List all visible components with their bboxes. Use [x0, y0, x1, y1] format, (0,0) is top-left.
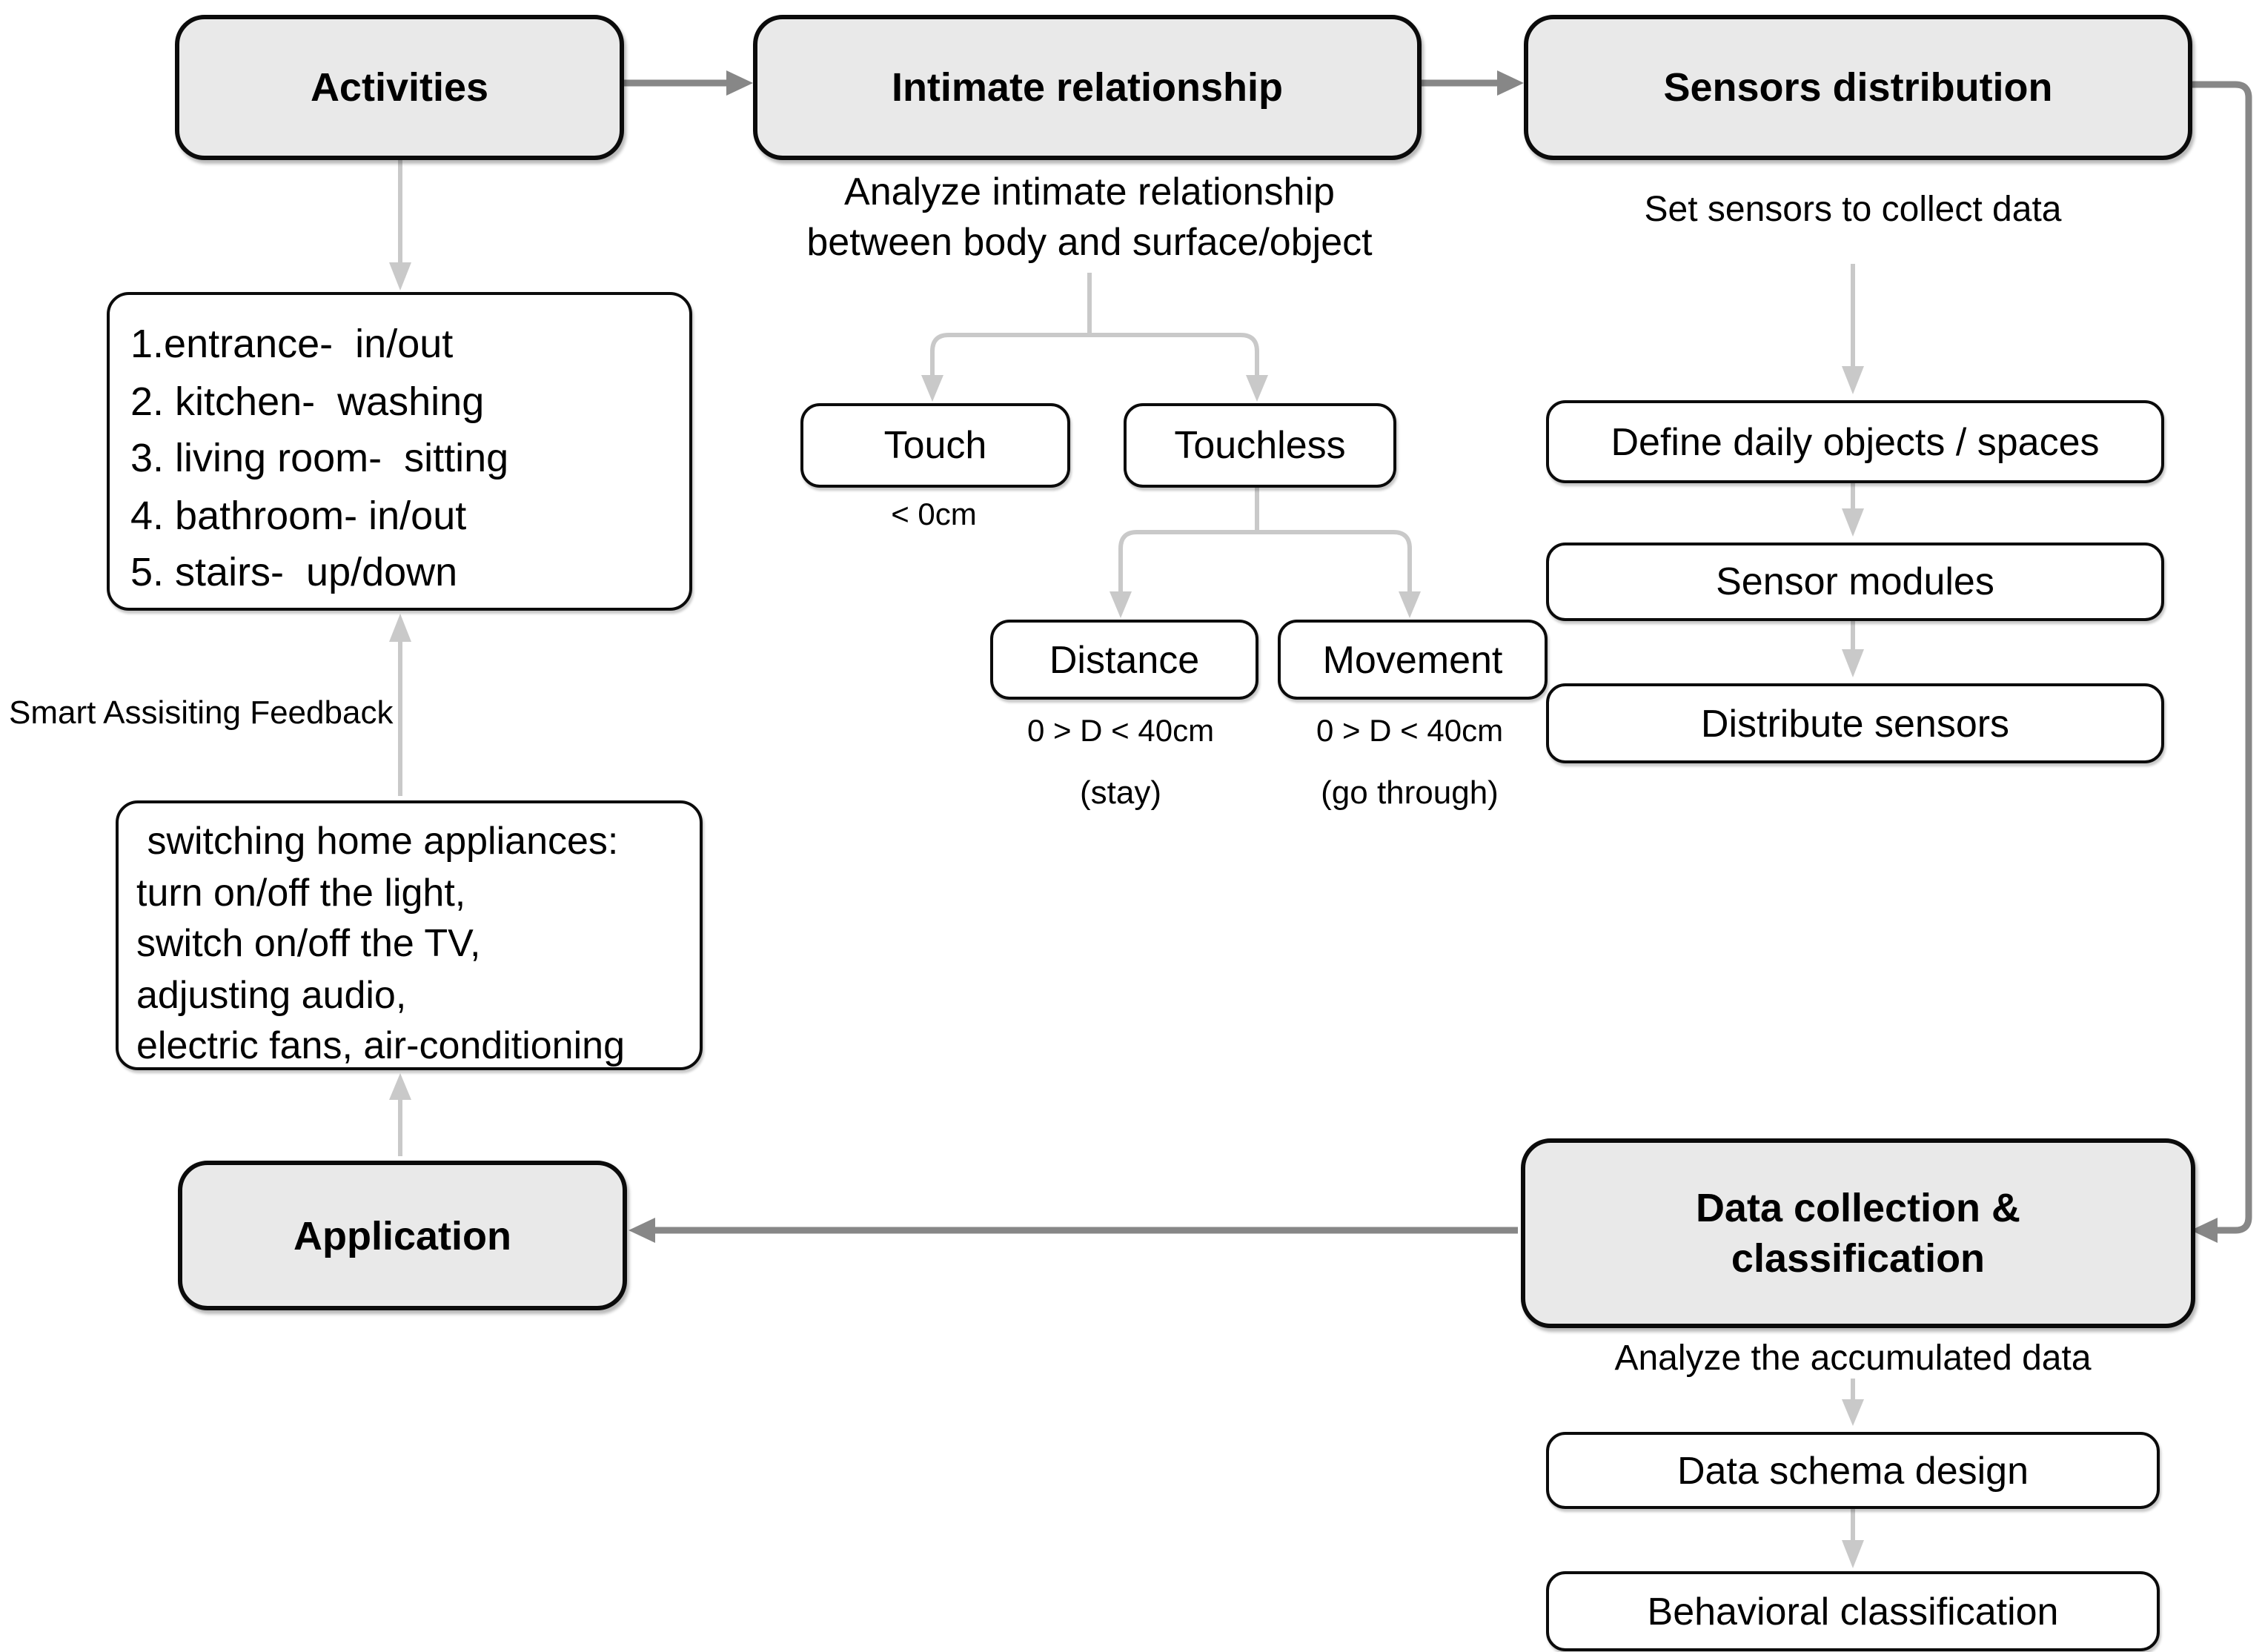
- arrowhead-into-appliances: [389, 1073, 411, 1100]
- arrowhead-into-touchless: [1246, 375, 1268, 402]
- movement-mode-note: (go through): [1321, 774, 1499, 811]
- activities-list-item: 3. living room- sitting: [130, 436, 509, 480]
- activities-list-box: 1.entrance- in/out 2. kitchen- washing 3…: [107, 292, 692, 611]
- arrowhead-into-intimate: [726, 70, 753, 96]
- arrowhead-into-modules: [1842, 508, 1864, 537]
- touchless-box: Touchless: [1124, 403, 1396, 488]
- arrowhead-into-datacollection: [2191, 1218, 2218, 1243]
- movement-box: Movement: [1278, 620, 1548, 700]
- appliances-box: switching home appliances: turn on/off t…: [116, 800, 703, 1070]
- stage-box-application: Application: [178, 1161, 627, 1310]
- activities-list-item: 2. kitchen- washing: [130, 379, 485, 423]
- intimate-analyze-note: Analyze intimate relationship between bo…: [806, 169, 1373, 264]
- arrowhead-into-define: [1842, 366, 1864, 394]
- appliances-line: adjusting audio,: [136, 972, 407, 1016]
- arrowhead-into-application: [628, 1218, 655, 1243]
- sensors-note: Set sensors to collect data: [1644, 190, 2062, 230]
- stage-box-intimate-relationship: Intimate relationship: [753, 15, 1422, 160]
- behavioral-classification-box: Behavioral classification: [1546, 1571, 2160, 1651]
- connector-sensors-to-datacollection: [2183, 81, 2252, 1234]
- branch-analyze-to-touch-touchless: [930, 273, 1259, 393]
- distance-mode-note: (stay): [1080, 774, 1161, 811]
- stage-box-data-collection: Data collection & classification: [1521, 1138, 2195, 1328]
- arrowhead-into-behavioral: [1842, 1540, 1864, 1568]
- arrowhead-into-sensors: [1497, 70, 1524, 96]
- stage-box-activities: Activities: [175, 15, 624, 160]
- arrowhead-into-movement: [1399, 591, 1421, 618]
- arrowhead-into-list-bottom: [389, 614, 411, 642]
- appliances-line: switch on/off the TV,: [136, 920, 481, 965]
- distribute-sensors-box: Distribute sensors: [1546, 683, 2164, 763]
- touch-box: Touch: [800, 403, 1070, 488]
- data-schema-design-box: Data schema design: [1546, 1432, 2160, 1509]
- stage-box-sensors-distribution: Sensors distribution: [1524, 15, 2192, 160]
- data-analyze-note: Analyze the accumulated data: [1614, 1338, 2092, 1379]
- sensor-modules-box: Sensor modules: [1546, 543, 2164, 621]
- arrowhead-into-list-top: [389, 262, 411, 291]
- smart-assisting-feedback-label: Smart Assisiting Feedback: [9, 694, 394, 731]
- arrowhead-into-schema: [1842, 1399, 1864, 1426]
- distance-box: Distance: [990, 620, 1258, 700]
- branch-touchless-to-distance-movement: [1118, 485, 1412, 609]
- arrowhead-into-distribute: [1842, 649, 1864, 677]
- arrowhead-into-distance: [1110, 591, 1132, 618]
- appliances-line: electric fans, air-conditioning: [136, 1023, 625, 1067]
- distance-range-note: 0 > D < 40cm: [1026, 714, 1215, 749]
- arrowhead-into-touch: [921, 375, 943, 402]
- define-objects-box: Define daily objects / spaces: [1546, 400, 2164, 483]
- activities-list-item: 4. bathroom- in/out: [130, 493, 467, 537]
- activities-list-item: 1.entrance- in/out: [130, 322, 454, 366]
- appliances-line: switching home appliances:: [136, 818, 619, 863]
- movement-range-note: 0 > D < 40cm: [1316, 714, 1504, 749]
- activities-list-item: 5. stairs- up/down: [130, 550, 458, 594]
- appliances-line: turn on/off the light,: [136, 869, 466, 914]
- touch-range-note: < 0cm: [891, 498, 977, 532]
